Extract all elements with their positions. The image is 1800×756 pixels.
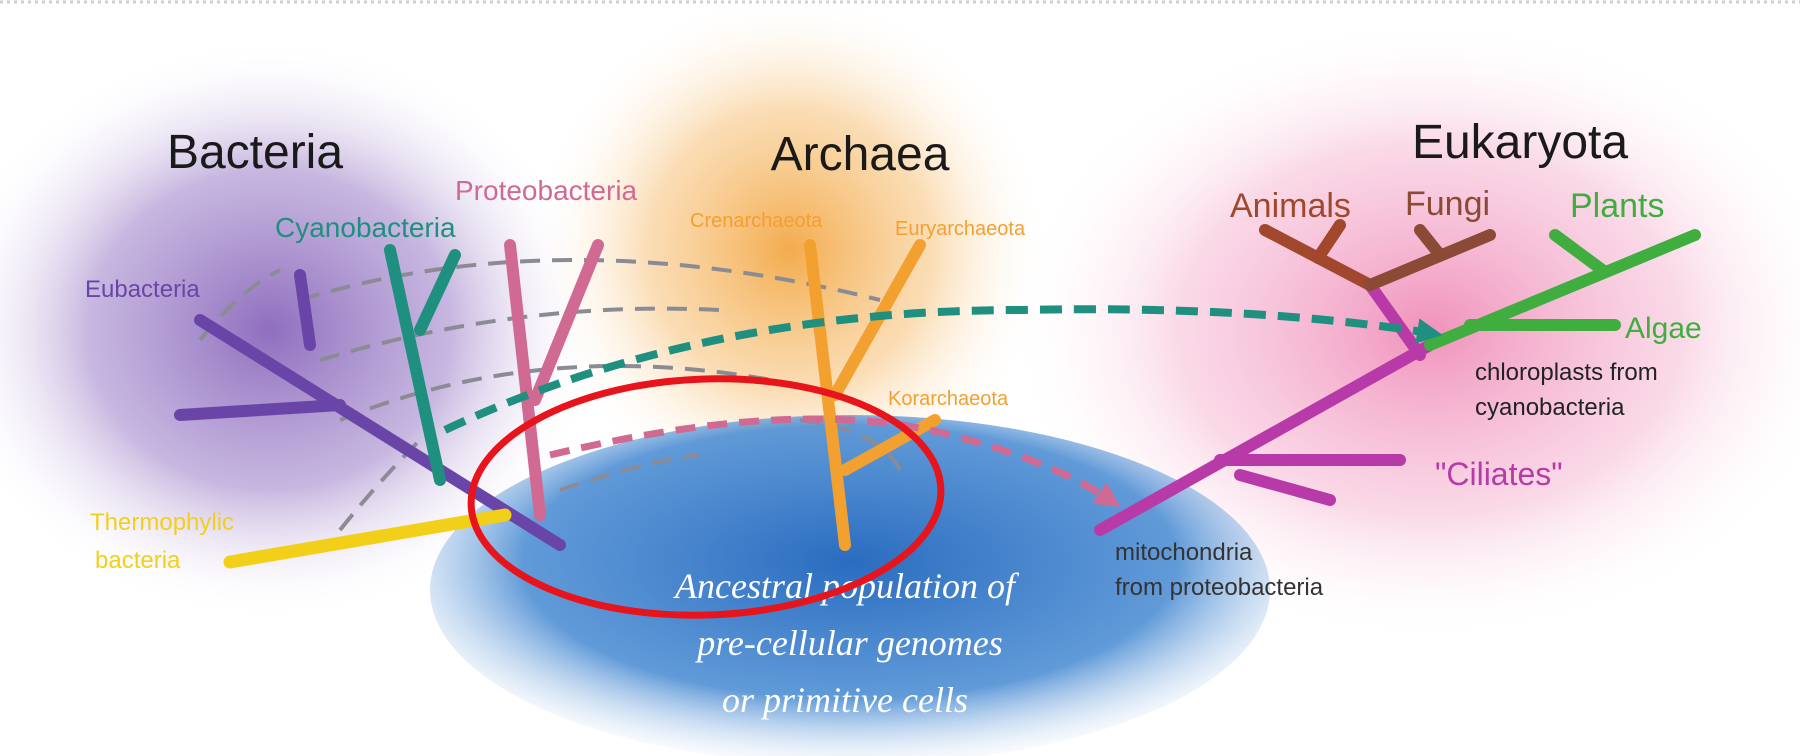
algae-label: Algae <box>1625 312 1702 345</box>
chloroplasts-note-line2: cyanobacteria <box>1475 394 1625 421</box>
euryarchaeota-label: Euryarchaeota <box>895 218 1026 240</box>
chloroplasts-note-line1: chloroplasts from <box>1475 359 1658 386</box>
proteobacteria-label: Proteobacteria <box>455 175 638 206</box>
cyanobacteria-label: Cyanobacteria <box>275 212 456 243</box>
bacteria-title: Bacteria <box>167 126 343 179</box>
eubacteria-label: Eubacteria <box>85 276 200 303</box>
thermophylic-label-line2: bacteria <box>95 547 181 574</box>
archaea-title: Archaea <box>771 128 950 181</box>
korarchaeota-label: Korarchaeota <box>888 388 1009 410</box>
root-text-line3: or primitive cells <box>722 680 968 720</box>
eukaryota-title: Eukaryota <box>1412 116 1628 169</box>
animals-label: Animals <box>1230 187 1351 225</box>
mitochondria-note-line1: mitochondria <box>1115 539 1253 566</box>
ciliates-label: "Ciliates" <box>1435 456 1563 492</box>
plants-label: Plants <box>1570 187 1665 225</box>
thermophylic-label-line1: Thermophylic <box>90 509 234 536</box>
mitochondria-note-line2: from proteobacteria <box>1115 574 1324 601</box>
fungi-label: Fungi <box>1405 185 1490 223</box>
root-text-line2: pre-cellular genomes <box>694 623 1003 663</box>
crenarchaeota-label: Crenarchaeota <box>690 210 823 232</box>
